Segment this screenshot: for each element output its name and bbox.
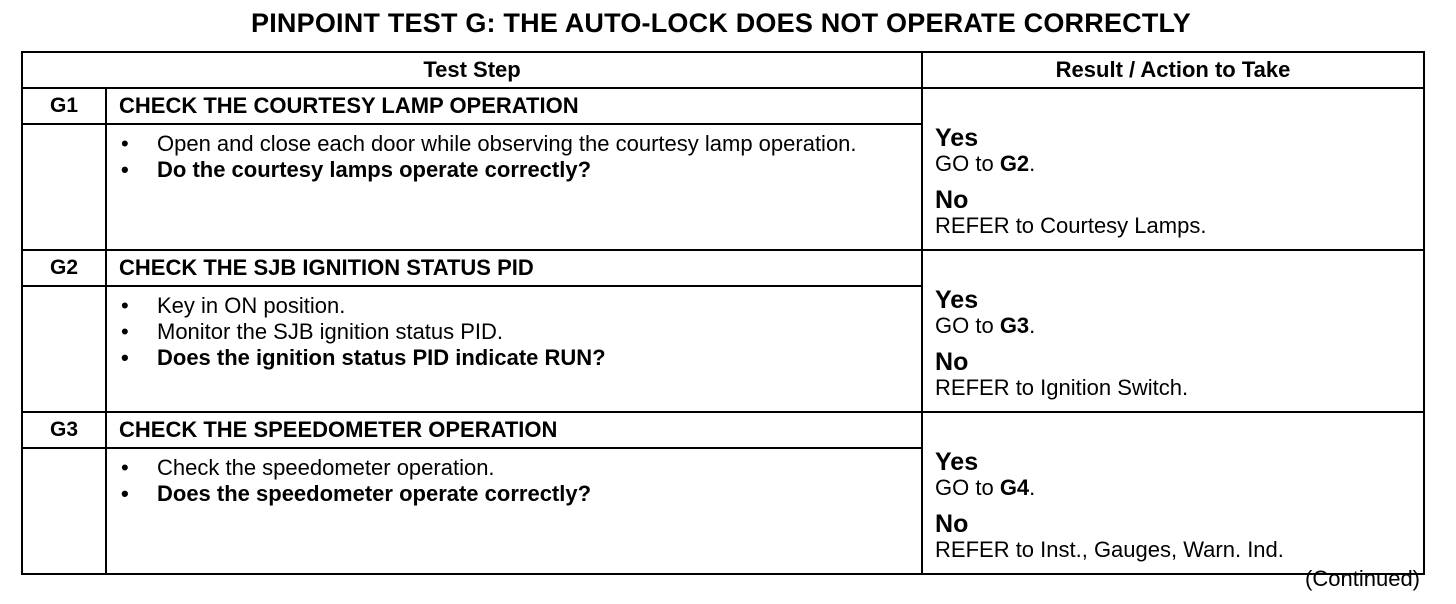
bullet-text: Open and close each door while observing… [157,131,857,156]
bullet-icon: • [121,345,129,370]
step-body-row: • Open and close each door while observin… [21,123,1424,251]
question-text: Does the ignition status PID indicate RU… [157,345,606,370]
result-header: Result / Action to Take [921,51,1426,89]
step-bullet: • Key in ON position. [119,293,921,319]
no-action: REFER to Courtesy Lamps. [935,213,1207,238]
no-action: REFER to Inst., Gauges, Warn. Ind. [935,537,1284,562]
bullet-icon: • [121,131,129,156]
step-id-spacer [21,286,107,413]
no-label: No [935,348,969,376]
page-title: PINPOINT TEST G: THE AUTO-LOCK DOES NOT … [251,8,1191,38]
step-heading: CHECK THE COURTESY LAMP OPERATION [104,87,924,125]
step-instructions: • Key in ON position. • Monitor the SJB ign… [106,285,924,413]
step-instructions: • Check the speedometer operation. • Does t… [106,447,924,575]
step-heading: CHECK THE SPEEDOMETER OPERATION [104,411,924,449]
step-bullet: • Open and close each door while observin… [119,131,921,157]
step-question: • Does the ignition status PID indicate R… [119,345,921,371]
question-text: Do the courtesy lamps operate correctly? [157,157,592,182]
step-bullet: • Check the speedometer operation. [119,455,921,481]
question-text: Does the speedometer operate correctly? [157,481,592,506]
table-header-row: Test Step Result / Action to Take [20,51,1426,89]
bullet-list: • Open and close each door while observin… [107,131,921,183]
bullet-text: Monitor the SJB ignition status PID. [157,319,504,344]
yes-prefix: GO to [935,151,1000,176]
step-id: G2 [21,249,107,287]
test-step-header: Test Step [20,51,924,89]
step-heading: CHECK THE SJB IGNITION STATUS PID [104,249,924,287]
step-id-spacer [21,448,107,575]
step-instructions: • Open and close each door while observin… [106,123,924,251]
yes-action: GO to G3. [935,313,1036,338]
yes-target: G2 [999,151,1030,176]
yes-label: Yes [935,448,979,476]
yes-action: GO to G2. [935,151,1036,176]
bullet-icon: • [121,157,129,182]
yes-prefix: GO to [935,475,1000,500]
step-id-spacer [21,124,107,251]
yes-action: GO to G4. [935,475,1036,500]
yes-label: Yes [935,286,979,314]
step-id: G3 [21,411,107,449]
bullet-text: Check the speedometer operation. [157,455,495,480]
step-question: • Does the speedometer operate correctly? [119,481,921,507]
bullet-list: • Check the speedometer operation. • Does t… [107,455,921,507]
bullet-icon: • [121,455,129,480]
step-bullet: • Monitor the SJB ignition status PID. [119,319,921,345]
step-id: G1 [21,87,107,125]
bullet-icon: • [121,481,129,506]
step-body-row: • Check the speedometer operation. • Does t… [21,447,1424,575]
step-question: • Do the courtesy lamps operate correctly… [119,157,921,183]
continued-label: (Continued) [1305,566,1420,591]
yes-prefix: GO to [935,313,1000,338]
bullet-list: • Key in ON position. • Monitor the SJB ign… [107,293,921,371]
yes-target: G3 [999,313,1030,338]
yes-target: G4 [999,475,1030,500]
step-body-row: • Key in ON position. • Monitor the SJB ign… [21,285,1424,413]
bullet-icon: • [121,293,129,318]
yes-label: Yes [935,124,979,152]
bullet-icon: • [121,319,129,344]
no-action: REFER to Ignition Switch. [935,375,1189,400]
no-label: No [935,186,969,214]
bullet-text: Key in ON position. [157,293,346,318]
no-label: No [935,510,969,538]
